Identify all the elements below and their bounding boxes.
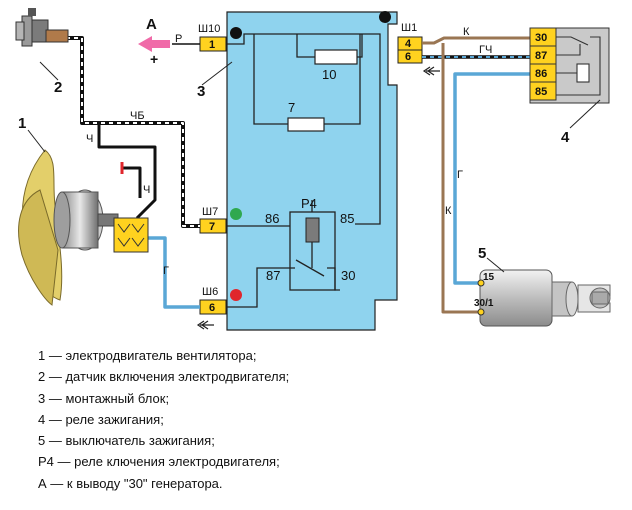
wiring-diagram: 10 7 Р4 86 85 87 30 1 Ш10 7 Ш7 6 Ш6 4 6 … [15,8,611,331]
motor-connector [113,217,149,253]
fuse-7 [287,117,325,132]
callout-2: 2 [54,79,62,96]
relay4-pin-85 [529,81,557,101]
ground-symbol-right [422,66,440,76]
arrow-a-wire-label: Р [175,33,182,45]
relay4-pin-87-label: 87 [535,50,547,62]
callout-3: 3 [197,83,205,100]
wires [66,36,530,314]
connector-sh1-label: Ш1 [401,22,417,34]
ignition-relay: 30 87 86 85 [529,27,610,104]
relay-p4-name: Р4 [301,196,317,211]
connector-sh1-pin-6-label: 6 [405,51,411,63]
legend: 1 — электродвигатель вентилятора; 2 — да… [38,345,289,494]
wire-label-k: К [463,26,470,38]
callout-4: 4 [561,129,570,146]
connector-sh10-pin-label: 1 [209,39,215,51]
connector-sh10-label: Ш10 [198,23,220,35]
legend-item-3: 3 — монтажный блок; [38,390,170,406]
switch-pin-15-label: 15 [483,272,495,283]
legend-item-1: 1 — электродвигатель вентилятора; [38,348,257,363]
wire-label-g: Г [163,265,169,277]
fuse-10 [314,49,358,65]
wire-label-g-right: Г [457,169,463,181]
legend-item-4: 4 — реле зажигания; [38,411,164,427]
wire-label-chb: ЧБ [130,110,145,122]
switch-pin-15-terminal [477,279,485,287]
block-marker-top-left [230,27,242,39]
relay-pin-85: 85 [340,211,354,226]
fuse-7-label: 7 [288,100,295,115]
connector-sh7-pin-label: 7 [209,221,215,233]
connector-sh6-pin-label: 6 [209,302,215,314]
legend-item-5: 5 — выключатель зажигания; [38,433,215,449]
connector-sh1-pin-4-label: 4 [405,38,412,50]
green-indicator [230,208,242,220]
relay-pin-30: 30 [341,268,355,283]
relay-pin-87: 87 [266,268,280,283]
legend-item-p4: Р4 — реле ключения электродвигателя; [38,454,280,470]
mounting-block: 10 7 Р4 86 85 87 30 1 Ш10 7 Ш7 6 Ш6 4 6 … [198,11,423,331]
callouts [27,61,601,273]
ground-symbol-left [196,320,214,330]
wire-label-ch: Ч [86,133,93,145]
block-marker-top-right [379,11,391,23]
connector-sh7-label: Ш7 [202,206,218,218]
relay4-pin-85-label: 85 [535,86,547,98]
callout-5: 5 [478,245,486,262]
legend-item-2: 2 — датчик включения электродвигателя; [38,369,290,385]
switch-pin-30-1-terminal [477,308,485,316]
red-indicator [230,289,242,301]
connector-sh6-label: Ш6 [202,286,218,298]
callout-1: 1 [18,115,26,132]
wire-label-k-right: К [445,205,452,217]
fan-switch-sensor [15,8,69,47]
arrow-a: А Р + [138,16,182,67]
ignition-switch: 15 30/1 [474,269,611,327]
wire-label-ch2: Ч [143,184,150,196]
arrow-a-plus: + [150,51,158,67]
relay4-pin-86-label: 86 [535,68,547,80]
relay4-pin-30-label: 30 [535,32,547,44]
fan-motor [18,149,149,306]
switch-pin-30-1-label: 30/1 [474,298,494,309]
fuse-10-label: 10 [322,67,336,82]
legend-item-a: А — к выводу "30" генератора. [38,475,223,491]
wire-label-gch: ГЧ [479,44,492,56]
arrow-a-label: А [146,16,157,33]
relay-pin-86: 86 [265,211,279,226]
relay-p4-coil [305,217,320,243]
